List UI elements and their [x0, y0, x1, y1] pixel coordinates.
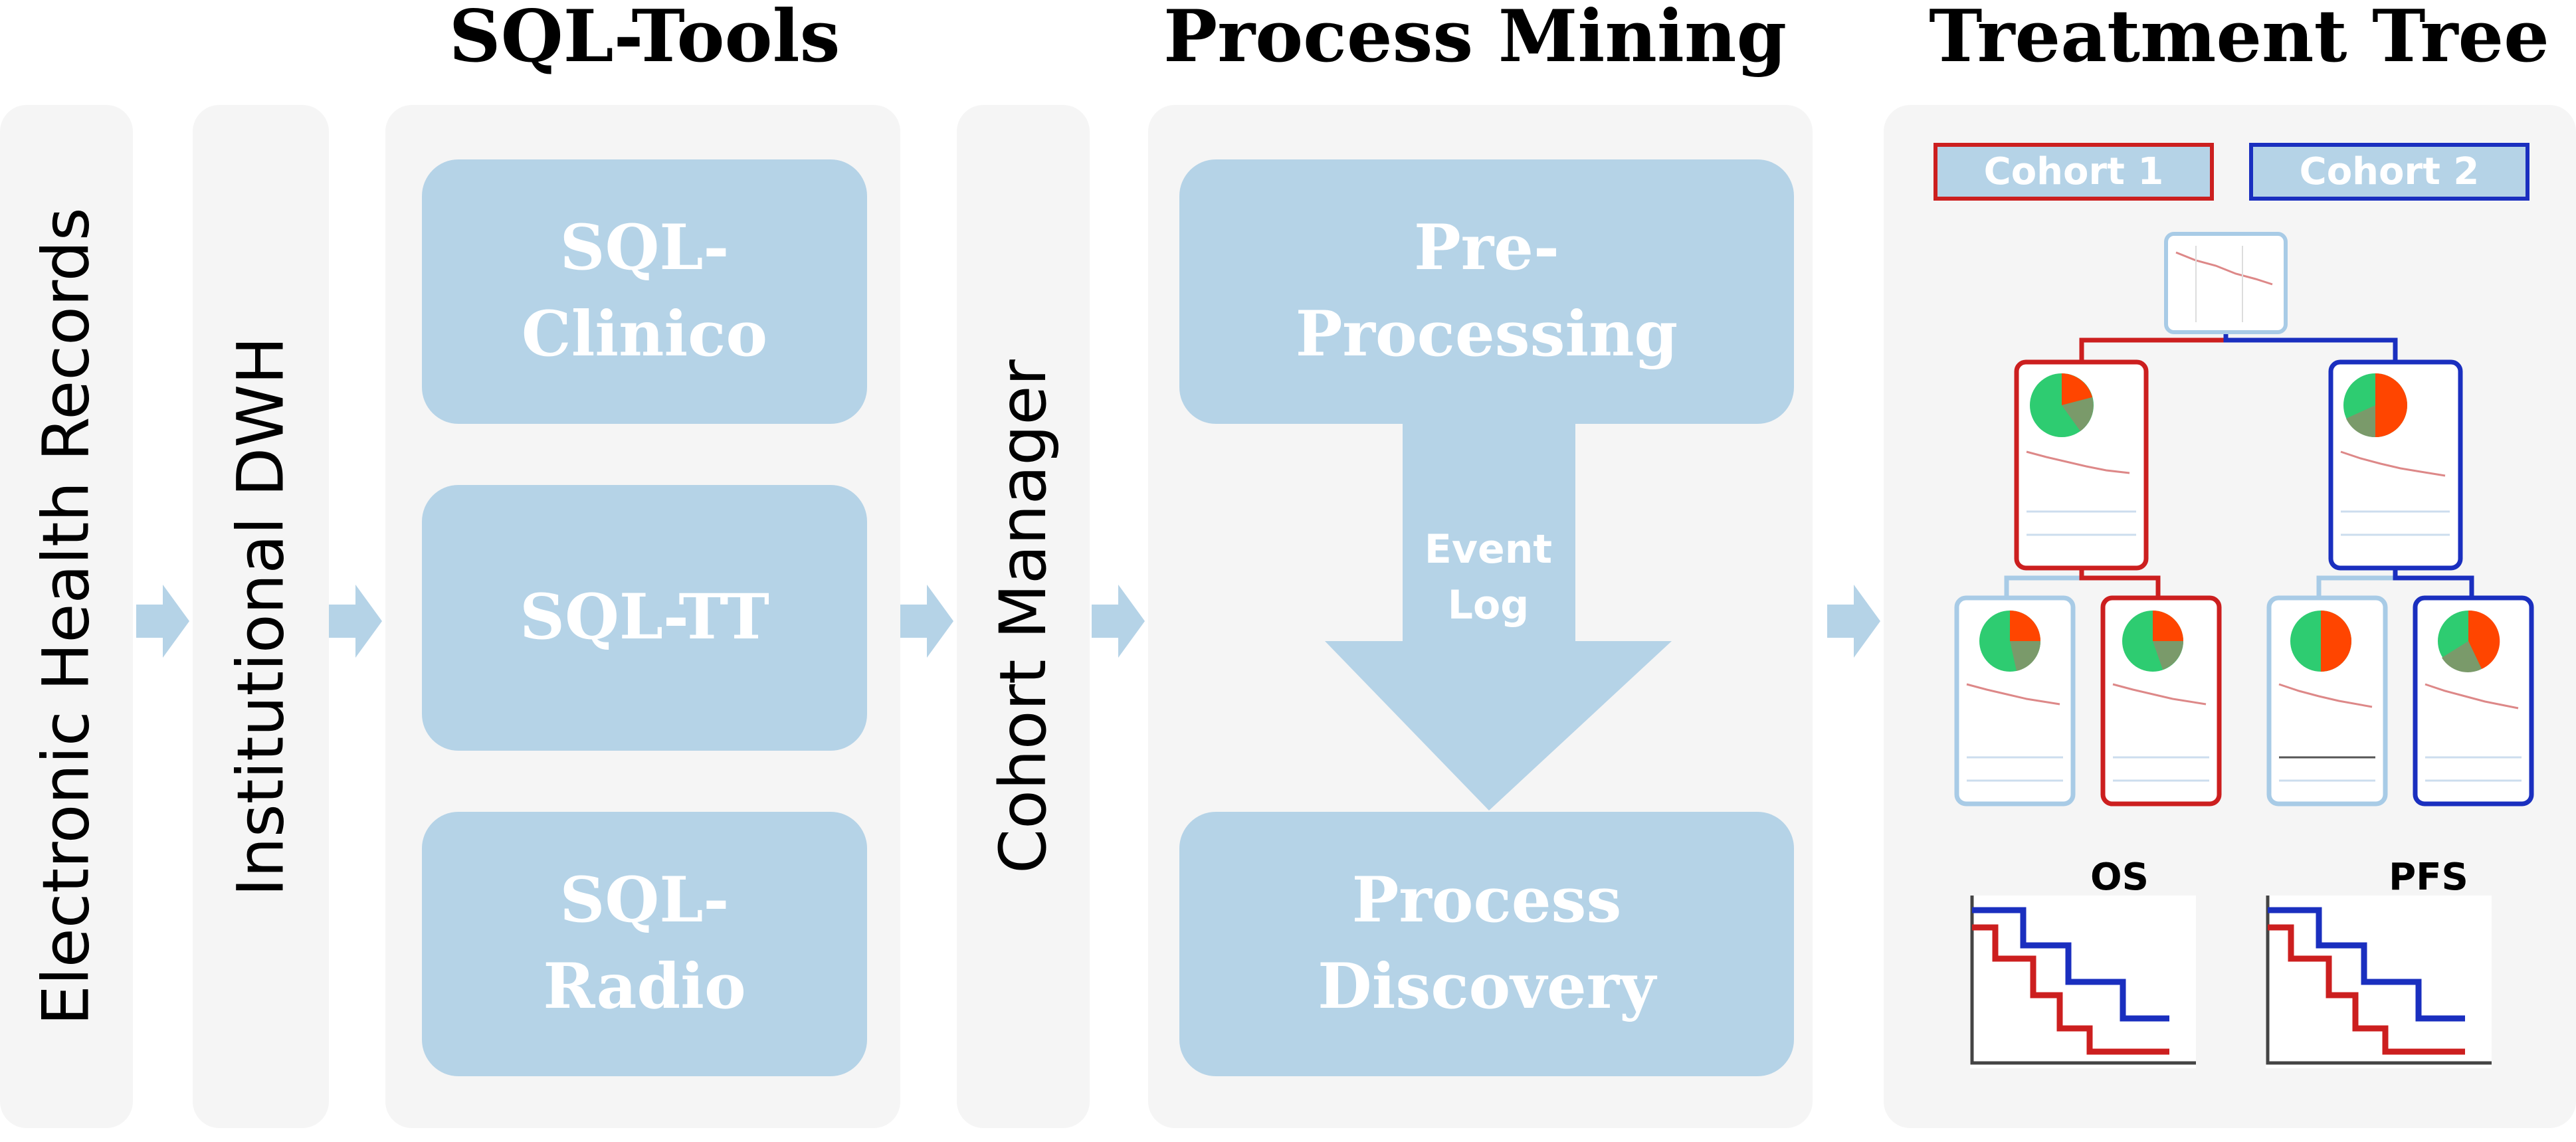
preprocessing-line1: Pre- — [1413, 211, 1559, 285]
tree-node-cohort1-b — [2100, 595, 2222, 807]
connector-right-a — [2316, 568, 2398, 598]
os-title: OS — [2090, 856, 2149, 899]
dwh-label-text: Institutional DWH — [223, 336, 298, 897]
event-log-arrow — [1325, 399, 1672, 810]
preprocessing-box: Pre- Processing — [1179, 159, 1794, 424]
pfs-title: PFS — [2389, 856, 2468, 899]
connector-root-left — [2079, 332, 2229, 362]
tree-node-cohort1 — [2014, 359, 2149, 571]
tree-root-node — [2164, 232, 2288, 334]
panel-ehr — [0, 105, 133, 1128]
arrow-ehr-to-dwh-shape — [136, 585, 189, 658]
pie-slice — [2010, 641, 2040, 671]
pie-slice — [2062, 373, 2092, 405]
arrow-dwh-to-sql-shape — [329, 585, 382, 658]
km-curve — [2112, 683, 2207, 706]
pfs-cohort2-curve — [2268, 907, 2465, 1022]
connector-right-b — [2393, 568, 2474, 598]
preprocessing-line2: Processing — [1295, 298, 1678, 371]
panel-cohort-manager — [957, 105, 1090, 1128]
heading-treatment-tree: Treatment Tree — [1929, 0, 2549, 78]
pie-slice — [2153, 641, 2183, 670]
km-curve — [1966, 683, 2060, 706]
sql-radio-line1: SQL- — [559, 864, 730, 937]
km-curve — [2425, 683, 2519, 710]
sql-clinico-line1: SQL- — [559, 211, 730, 285]
tree-node-cohort1-a — [1954, 595, 2076, 807]
panel-dwh — [193, 105, 329, 1128]
root-km-curve — [2175, 251, 2273, 286]
ehr-label-text: Electronic Health Records — [29, 207, 104, 1026]
cohort-manager-label: Cohort Manager — [957, 105, 1090, 1128]
km-curve — [2026, 450, 2130, 474]
connector-left-a — [2004, 568, 2084, 598]
pfs-axes — [2266, 896, 2492, 1065]
discovery-line2: Discovery — [1318, 950, 1656, 1023]
event-log-label: Event Log — [1402, 522, 1575, 633]
sql-tt-label: SQL-TT — [520, 581, 769, 654]
cohort2-label: Cohort 2 — [2299, 150, 2480, 193]
arrow-sql-to-cohort — [900, 585, 953, 658]
tree-node-cohort2-b — [2413, 595, 2534, 807]
arrow-sql-to-cohort-shape — [900, 585, 953, 658]
ehr-label: Electronic Health Records — [0, 105, 133, 1128]
tree-node-cohort2 — [2328, 359, 2463, 571]
treatment-tree-diagram — [1954, 232, 2534, 807]
pie-slice — [2442, 641, 2482, 672]
tree-connectors — [2004, 332, 2474, 598]
os-km-plot — [1970, 896, 2196, 1068]
arrow-pm-to-tree-shape — [1827, 585, 1880, 658]
os-axes — [1970, 896, 2196, 1065]
os-cohort2-curve — [1972, 907, 2169, 1022]
event-log-line2: Log — [1447, 582, 1530, 628]
sql-radio-box: SQL- Radio — [422, 812, 867, 1076]
arrow-cohort-to-pm — [1092, 585, 1145, 658]
event-log-line1: Event — [1424, 526, 1553, 573]
pfs-cohort1-curve — [2268, 924, 2465, 1055]
os-cohort1-curve — [1972, 924, 2169, 1055]
dwh-label: Institutional DWH — [193, 105, 329, 1128]
sql-clinico-line2: Clinico — [521, 298, 768, 371]
connector-left-b — [2079, 568, 2161, 598]
sql-clinico-box: SQL- Clinico — [422, 159, 867, 424]
event-log-arrow-shape — [1325, 399, 1672, 810]
pie-slice — [2468, 610, 2500, 669]
cohort2-legend: Cohort 2 — [2249, 143, 2529, 201]
cohort-manager-label-text: Cohort Manager — [986, 359, 1061, 874]
arrow-ehr-to-dwh — [136, 585, 189, 658]
pie-slice — [2321, 611, 2351, 672]
km-curve — [2278, 683, 2373, 708]
heading-sql-tools: SQL-Tools — [448, 0, 841, 78]
arrow-pm-to-tree — [1827, 585, 1880, 658]
heading-process-mining: Process Mining — [1163, 0, 1787, 78]
pie-slice — [2153, 611, 2183, 641]
connector-root-right — [2223, 332, 2398, 362]
cohort1-label: Cohort 1 — [1983, 150, 2164, 193]
pie-slice — [2346, 405, 2375, 438]
sql-radio-line2: Radio — [543, 950, 746, 1023]
cohort1-legend: Cohort 1 — [1933, 143, 2214, 201]
pie-slice — [2375, 373, 2407, 437]
arrow-cohort-to-pm-shape — [1092, 585, 1145, 658]
pfs-km-plot — [2266, 896, 2492, 1068]
pie-slice — [2062, 397, 2094, 431]
arrow-dwh-to-sql — [329, 585, 382, 658]
sql-tt-box: SQL-TT — [422, 485, 867, 751]
tree-node-cohort2-a — [2266, 595, 2388, 807]
discovery-line1: Process — [1351, 864, 1622, 937]
km-curve — [2340, 450, 2446, 477]
pie-slice — [2010, 611, 2040, 641]
